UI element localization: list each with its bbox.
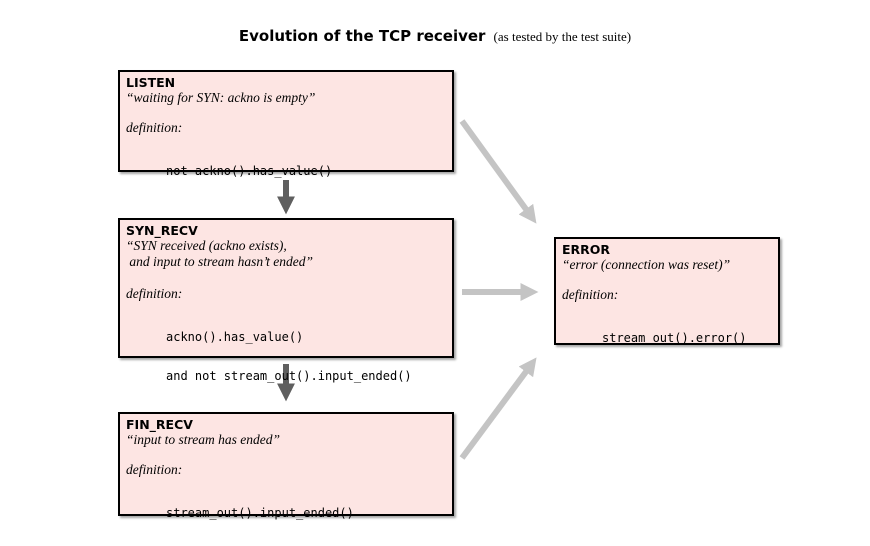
description-line: “input to stream has ended” <box>126 432 281 447</box>
state-name: ERROR <box>562 242 611 257</box>
state-fin-recv: FIN_RECV “input to stream has ended” def… <box>118 412 454 520</box>
definition-label: definition: <box>562 287 619 302</box>
definition-label: definition: <box>126 462 183 477</box>
definition-code: stream_out().input_ended() <box>126 481 446 546</box>
state-listen: LISTEN “waiting for SYN: ackno is empty”… <box>118 70 454 178</box>
state-description: “waiting for SYN: ackno is empty” <box>126 90 446 106</box>
state-error: ERROR “error (connection was reset)” def… <box>554 237 780 345</box>
definition-label: definition: <box>126 286 183 301</box>
state-syn-recv: SYN_RECV “SYN received (ackno exists), a… <box>118 218 454 383</box>
code-line: stream_out().input_ended() <box>166 506 354 520</box>
code-line: and not stream_out().input_ended() <box>166 369 412 383</box>
state-description: “input to stream has ended” <box>126 432 446 448</box>
definition-code: not ackno().has_value() <box>126 139 446 204</box>
diagram-title: Evolution of the TCP receiver (as tested… <box>0 26 870 45</box>
description-line: and input to stream hasn’t ended” <box>126 254 313 269</box>
definition-code: ackno().has_value() and not stream_out()… <box>126 305 446 409</box>
definition-code: stream_out().error() <box>562 306 772 371</box>
arrow-listen-to-error <box>459 119 537 224</box>
code-line: stream_out().error() <box>602 331 747 345</box>
state-description: “SYN received (ackno exists), and input … <box>126 238 446 270</box>
code-line: not ackno().has_value() <box>166 164 333 178</box>
state-name: FIN_RECV <box>126 417 193 432</box>
arrow-finrecv-to-error <box>459 357 537 460</box>
state-description: “error (connection was reset)” <box>562 257 772 273</box>
code-line: ackno().has_value() <box>166 330 304 344</box>
description-line: “SYN received (ackno exists), <box>126 238 287 253</box>
title-subtitle: (as tested by the test suite) <box>493 29 632 44</box>
state-name: SYN_RECV <box>126 223 198 238</box>
description-line: “waiting for SYN: ackno is empty” <box>126 90 316 105</box>
definition-label: definition: <box>126 120 183 135</box>
description-line: “error (connection was reset)” <box>562 257 731 272</box>
title-main: Evolution of the TCP receiver <box>238 27 486 45</box>
state-name: LISTEN <box>126 75 176 90</box>
